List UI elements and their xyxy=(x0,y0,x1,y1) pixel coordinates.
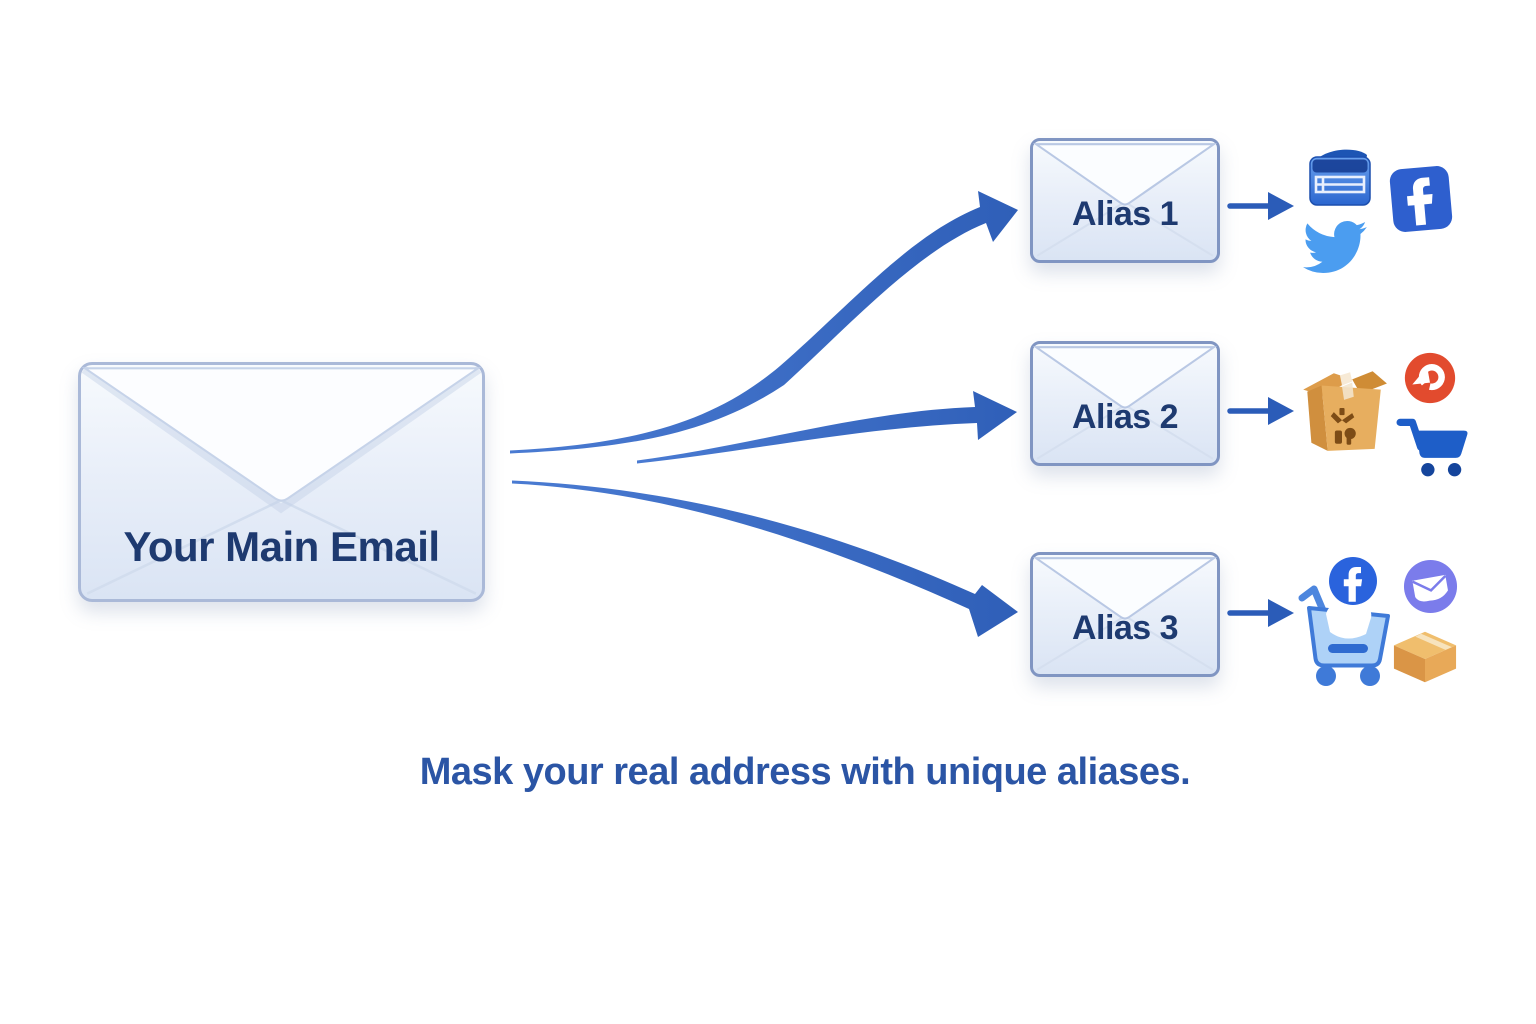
cart-facebook-icon xyxy=(1298,585,1390,686)
facebook-badge-icon xyxy=(1329,557,1377,605)
main-envelope-graphic xyxy=(81,365,482,595)
alias-3-envelope: Alias 3 xyxy=(1030,552,1220,677)
alias-1-envelope: Alias 2 xyxy=(1030,341,1220,466)
alias-1-envelope: Alias 1 xyxy=(1030,138,1220,263)
shopping-cart-icon xyxy=(1396,418,1468,477)
mail-badge-icon xyxy=(1403,559,1458,614)
alias-2-label: Alias 2 xyxy=(1071,398,1179,436)
newsletter-window-icon xyxy=(1309,149,1371,206)
flow-arrow-to-alias-3 xyxy=(512,480,1018,637)
alias-3-label: Alias 3 xyxy=(1071,609,1179,647)
main-email-envelope: Your Main Email xyxy=(78,362,485,602)
flow-arrow-to-alias-2 xyxy=(637,391,1017,464)
right-arrow-alias-2 xyxy=(1227,397,1294,425)
facebook-icon xyxy=(1389,166,1453,232)
main-email-label: Your Main Email xyxy=(123,523,440,570)
caption: Mask your real address with unique alias… xyxy=(419,751,1191,793)
deals-badge-icon xyxy=(1404,352,1456,404)
parcel-box-icon xyxy=(1393,631,1457,683)
right-arrow-alias-1 xyxy=(1227,192,1294,220)
right-arrow-alias-3 xyxy=(1227,599,1294,627)
alias-1-label: Alias 1 xyxy=(1071,195,1179,233)
package-box-icon xyxy=(1303,371,1387,451)
flow-arrow-to-alias-1 xyxy=(510,191,1018,454)
twitter-icon xyxy=(1303,220,1367,274)
